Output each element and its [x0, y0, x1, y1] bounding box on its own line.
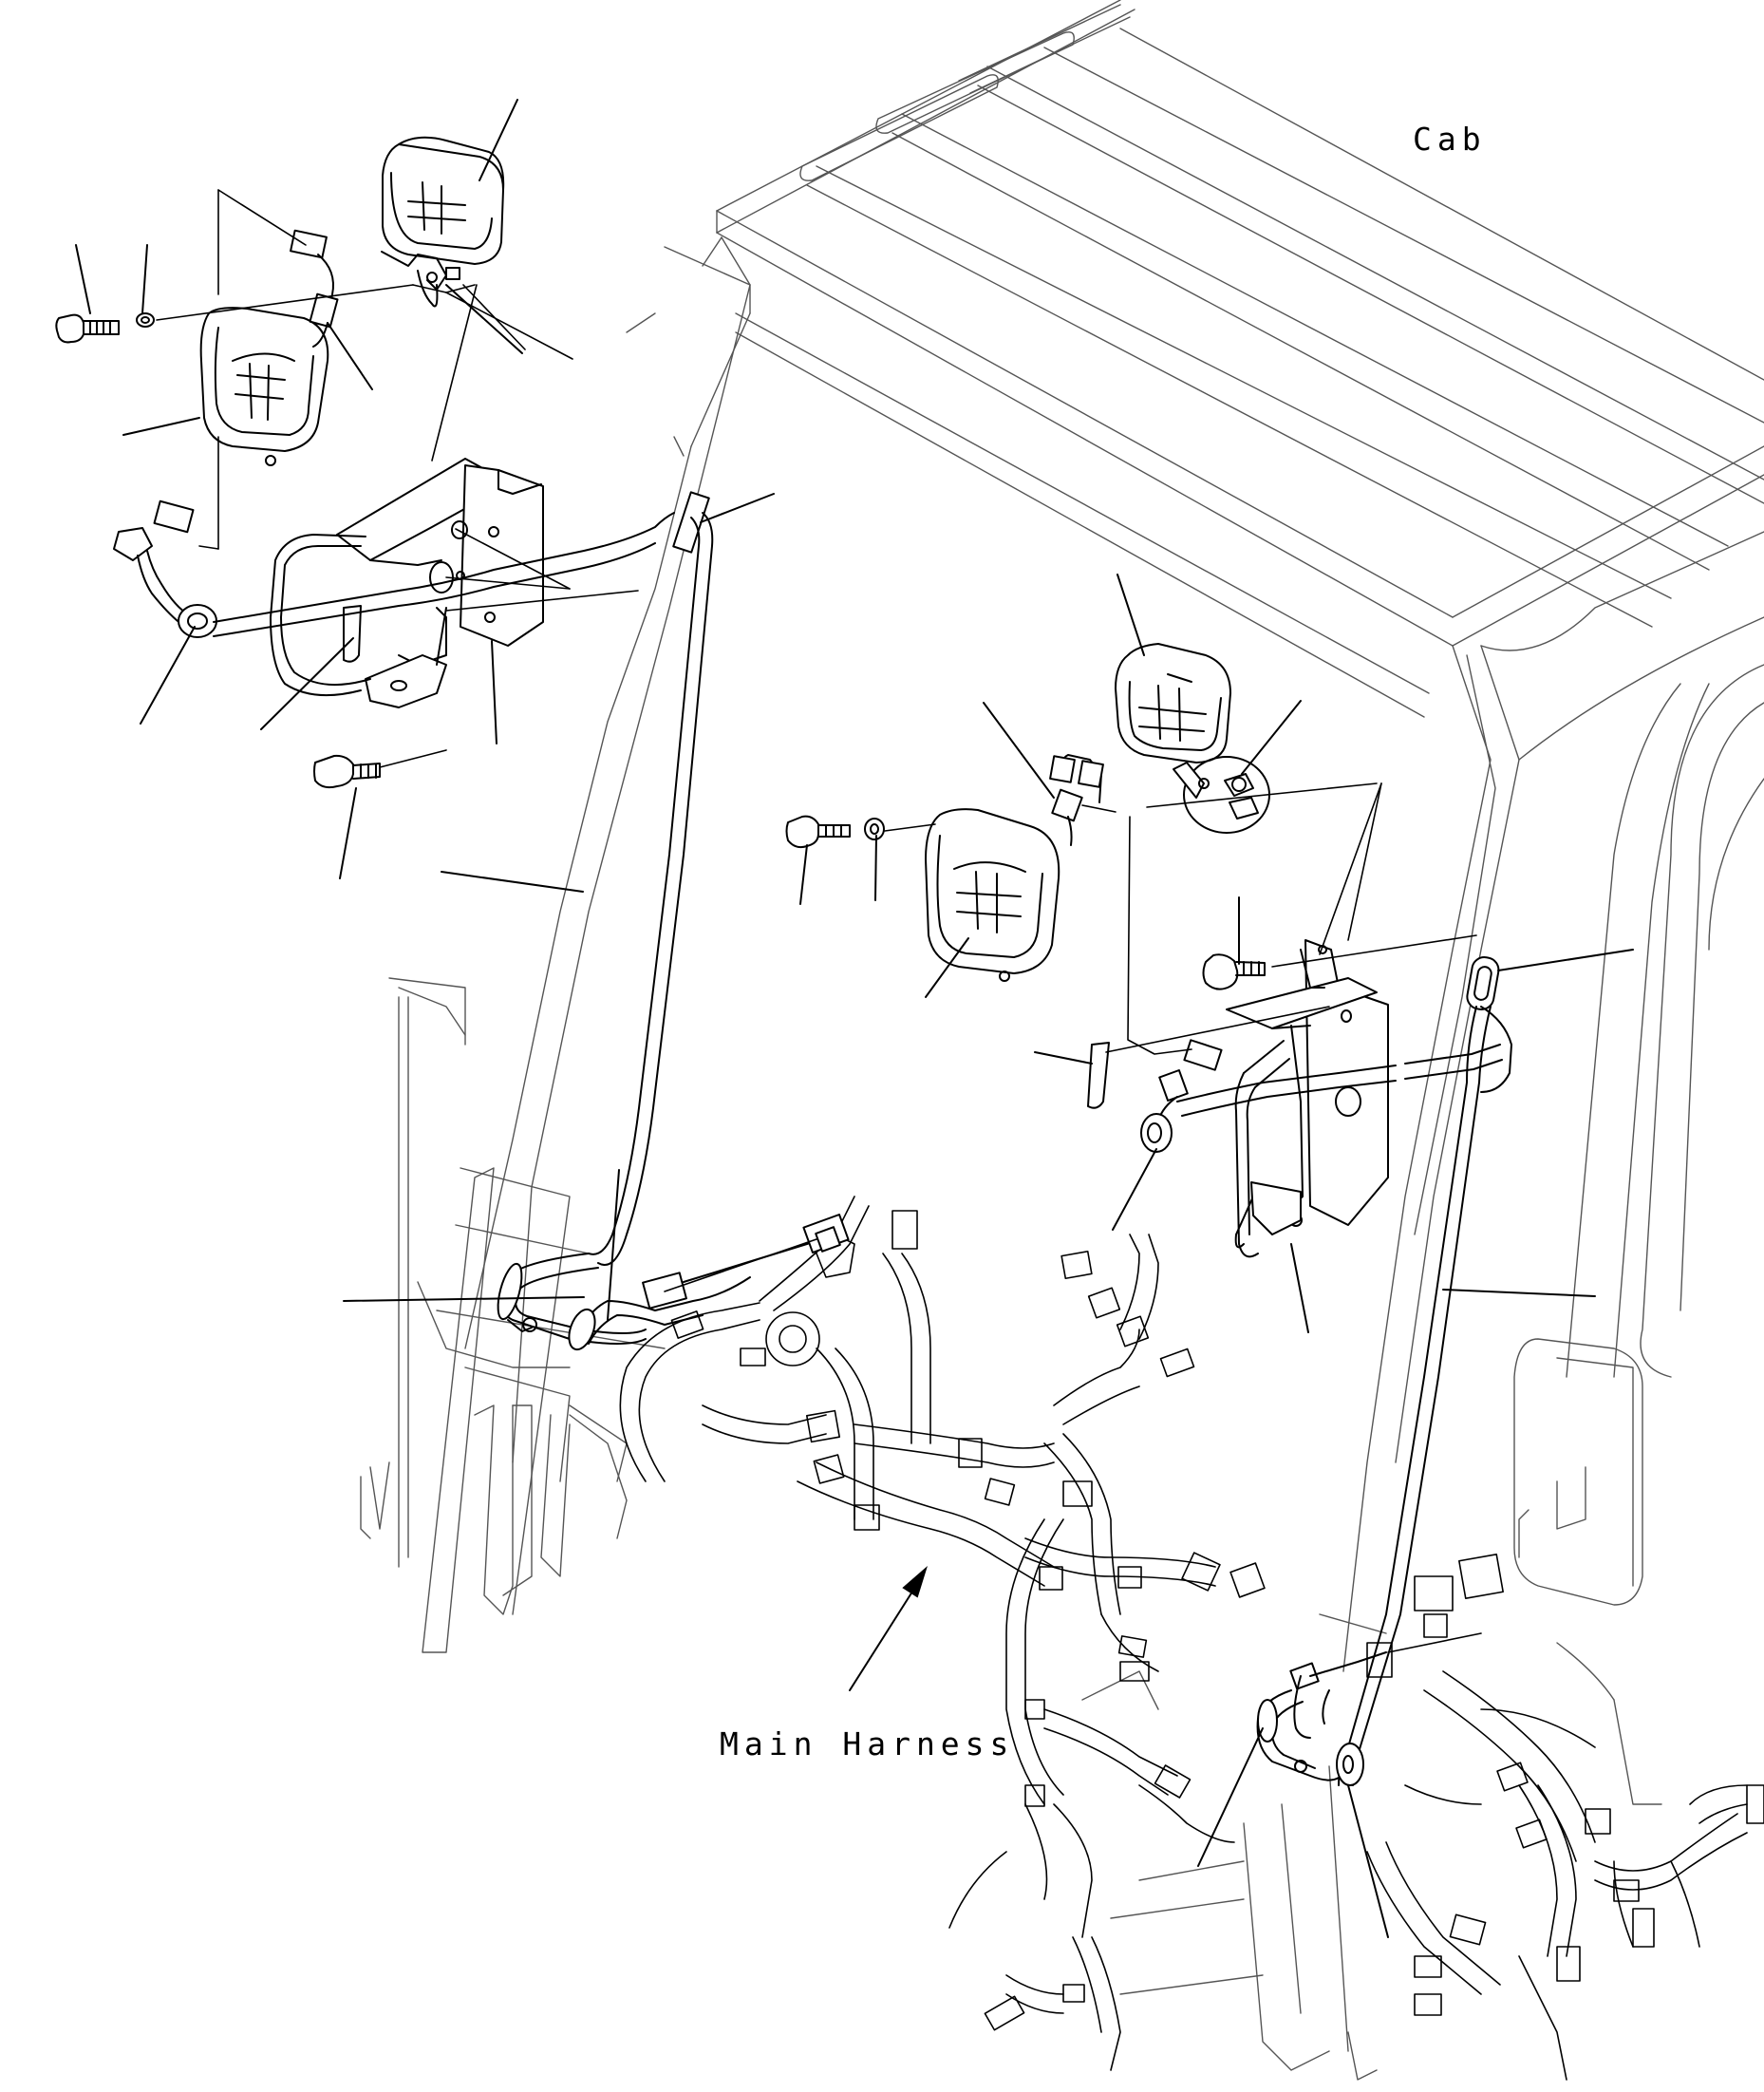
work-lamp-top: [381, 136, 505, 308]
cab-label: Cab: [1413, 121, 1487, 158]
bolt-left: [55, 312, 155, 344]
lower-left-harness: [497, 1214, 850, 1351]
connector-upper: [290, 229, 328, 259]
main-harness-label: Main Harness: [720, 1725, 1014, 1762]
bolt-bracket-right: [1202, 953, 1266, 990]
pin-right: [1087, 1042, 1110, 1109]
lamp-bracket-right: [1226, 939, 1389, 1258]
leader-lines: [75, 99, 1634, 1938]
lamp-bracket-left: [270, 458, 544, 708]
main-harness-bundle: [619, 1196, 1764, 2081]
cab-frame: [360, 0, 1764, 2081]
upper-left-lamp-assembly: [55, 136, 714, 1266]
work-lamp-right-front: [925, 808, 1060, 982]
bolt-lower-left: [313, 754, 381, 789]
work-lamp-left: [199, 307, 329, 466]
bolt-right: [785, 815, 885, 849]
work-lamp-right-top: [1115, 643, 1231, 763]
right-lamp-assembly: [785, 643, 1512, 1786]
pin-left: [343, 605, 362, 663]
